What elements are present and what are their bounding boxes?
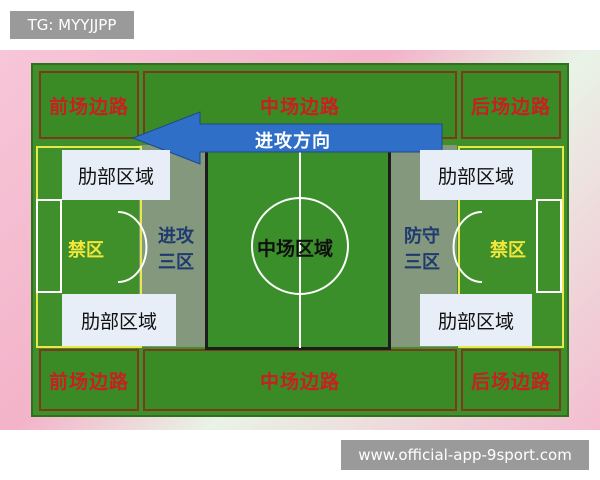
tg-tag: TG: MYYJJPP — [10, 11, 134, 39]
flank-top-left: 肋部区域 — [62, 150, 170, 200]
left-goal-box — [36, 199, 62, 293]
defending-third-label: 防守三区 — [404, 226, 440, 273]
right-goal-box — [536, 199, 562, 293]
right-penalty-outline — [458, 146, 564, 348]
zone-bottom-left: 前场边路 — [39, 349, 139, 411]
attack-direction-arrow — [131, 111, 443, 165]
zone-bottom-right: 后场边路 — [461, 349, 561, 411]
attacking-third-label: 进攻三区 — [158, 226, 194, 273]
flank-bottom-right: 肋部区域 — [420, 294, 532, 346]
flank-bottom-left: 肋部区域 — [62, 294, 176, 346]
center-circle — [251, 197, 349, 295]
zone-bottom-middle: 中场边路 — [143, 349, 457, 411]
right-arc — [452, 211, 483, 283]
center-zone — [205, 145, 391, 350]
zone-top-left: 前场边路 — [39, 71, 139, 139]
zone-top-right: 后场边路 — [461, 71, 561, 139]
attack-direction-label: 进攻方向 — [255, 131, 331, 152]
left-arc — [117, 211, 148, 283]
site-watermark: www.official-app-9sport.com — [341, 440, 589, 470]
flank-top-right: 肋部区域 — [420, 150, 532, 200]
right-penalty-label: 禁区 — [490, 240, 526, 261]
center-zone-label: 中场区域 — [257, 238, 334, 260]
left-penalty-label: 禁区 — [68, 240, 104, 261]
